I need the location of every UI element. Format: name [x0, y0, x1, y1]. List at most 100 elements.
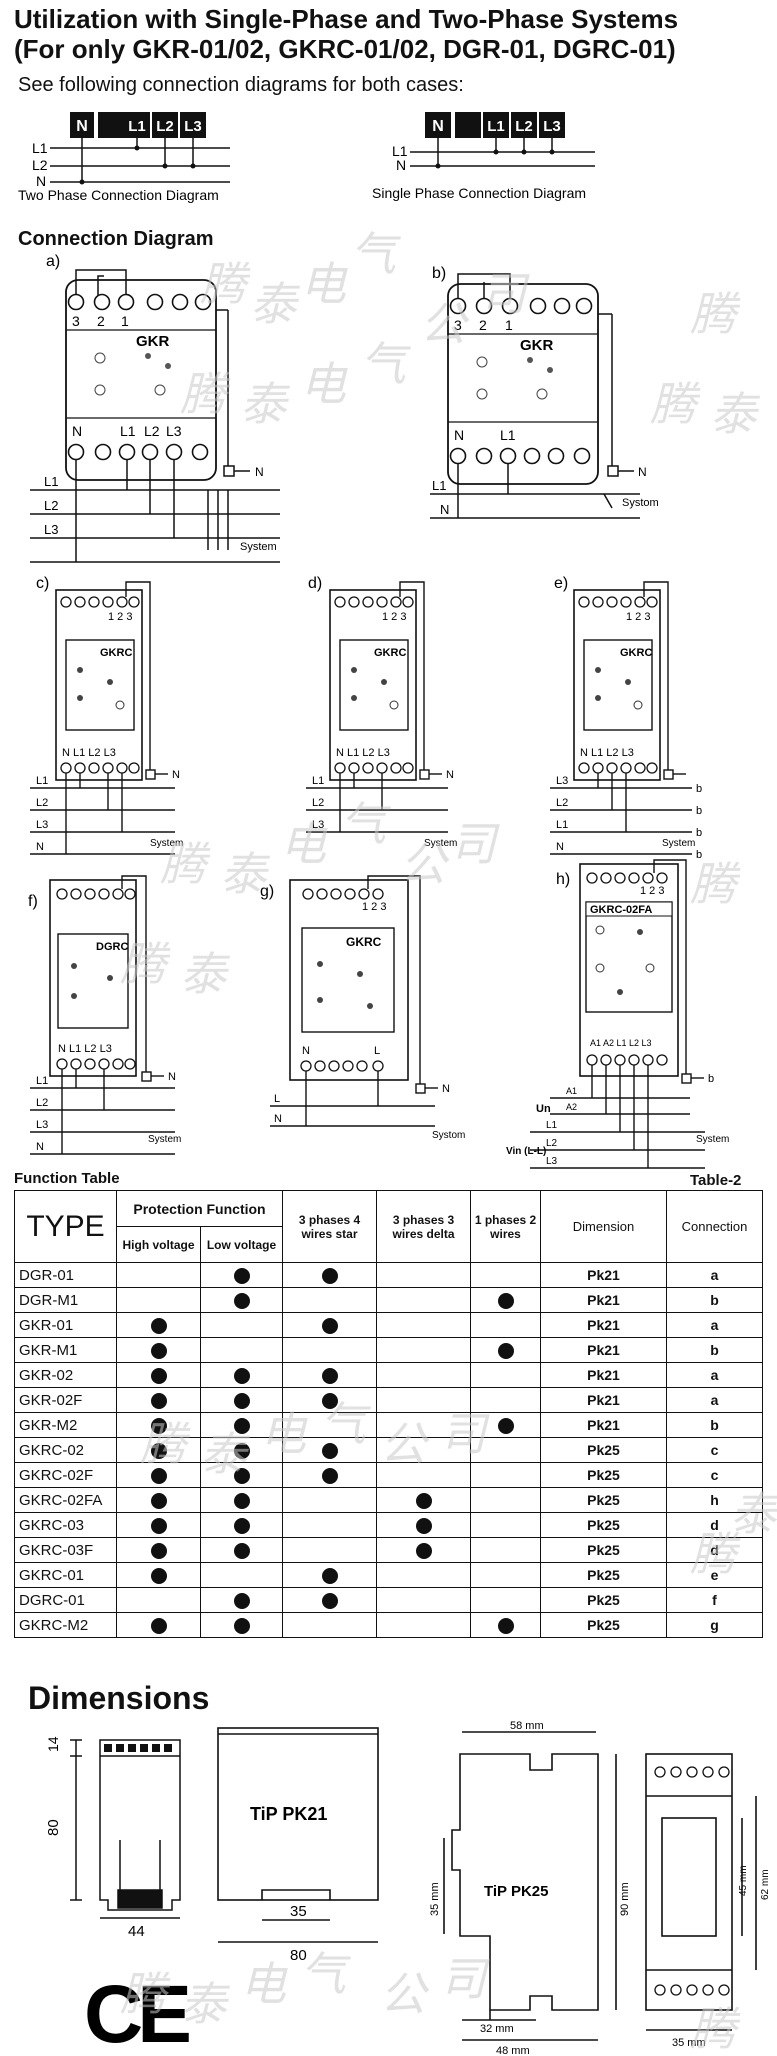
cell-flag — [376, 1562, 471, 1588]
terminal-123-d: 1 2 3 — [382, 611, 406, 623]
cell-dimension: Pk25 — [540, 1562, 667, 1588]
check-dot-icon — [150, 1417, 167, 1434]
cell-flag — [470, 1312, 541, 1338]
cell-type: GKRC-M2 — [14, 1612, 117, 1638]
cell-type: GKR-01 — [14, 1312, 117, 1338]
cell-connection: f — [666, 1587, 763, 1613]
cell-type: GKRC-02 — [14, 1437, 117, 1463]
cell-dimension: Pk25 — [540, 1462, 667, 1488]
terminal-label-3b: 3 — [454, 317, 462, 333]
diagram-e: e) 1 2 3 GKRC N L1 L2 L3 L3 L2 L1 N b b … — [550, 575, 702, 861]
cell-dimension: Pk21 — [540, 1387, 667, 1413]
check-dot-icon — [150, 1567, 167, 1584]
terminal-label-2b: 2 — [479, 317, 487, 333]
cell-connection: a — [666, 1312, 763, 1338]
line-label-l2: L2 — [32, 157, 48, 173]
cell-dimension: Pk21 — [540, 1362, 667, 1388]
model-label-c: GKRC — [100, 647, 132, 659]
dim-14: 14 — [45, 1736, 61, 1752]
cell-flag — [282, 1487, 377, 1513]
h-l2: L2 — [546, 1138, 558, 1149]
cell-dimension: Pk25 — [540, 1437, 667, 1463]
din-housing-e — [573, 589, 661, 781]
cell-flag — [116, 1612, 201, 1638]
line-a-l1: L1 — [44, 474, 58, 489]
cell-flag — [200, 1362, 283, 1388]
col-type: TYPE — [14, 1190, 117, 1263]
cell-dimension: Pk21 — [540, 1262, 667, 1288]
cell-type: GKRC-01 — [14, 1562, 117, 1588]
line-f-l1: L1 — [36, 1075, 48, 1087]
single-phase-diagram: N L1 L2 L3 L1 N — [392, 112, 595, 173]
diagram-b-letter: b) — [432, 265, 446, 282]
intro-text: See following connection diagrams for bo… — [18, 74, 464, 96]
cell-flag — [282, 1512, 377, 1538]
line-g-n: N — [274, 1113, 282, 1125]
pk21-terminal-row — [104, 1744, 172, 1752]
two-phase-diagram: N L1 L2 L3 L1 L2 N — [32, 112, 230, 189]
diagram-e-letter: e) — [554, 575, 568, 592]
cell-dimension: Pk25 — [540, 1587, 667, 1613]
system-n-d: N — [446, 769, 454, 781]
line-f-n: N — [36, 1141, 44, 1153]
pk21-name: TiP PK21 — [250, 1804, 327, 1824]
cell-flag — [116, 1287, 201, 1313]
cell-type: GKRC-03 — [14, 1512, 117, 1538]
model-label-a: GKR — [136, 333, 170, 350]
diagram-a: a) 3 2 1 GKR N L1 L2 L3 — [30, 253, 280, 563]
check-dot-icon — [415, 1492, 432, 1509]
cell-dimension: Pk21 — [540, 1337, 667, 1363]
cell-flag — [116, 1362, 201, 1388]
cell-flag — [470, 1512, 541, 1538]
cell-dimension: Pk21 — [540, 1287, 667, 1313]
model-label-b: GKR — [520, 337, 554, 354]
cell-flag — [200, 1562, 283, 1588]
cell-flag — [376, 1462, 471, 1488]
cell-flag — [282, 1537, 377, 1563]
terminal-label-l1b: L1 — [500, 427, 516, 443]
cell-type: DGR-M1 — [14, 1287, 117, 1313]
pk21-front-view — [217, 1727, 379, 1943]
cell-flag — [282, 1337, 377, 1363]
h-b-label: b — [708, 1073, 714, 1085]
check-dot-icon — [233, 1367, 250, 1384]
din-housing-g — [289, 879, 409, 1081]
line-d-l2: L2 — [312, 797, 324, 809]
line-e-b2: b — [696, 805, 702, 817]
phase-connection-diagrams: N L1 L2 L3 L1 L2 N N L1 L2 L3 — [18, 112, 595, 203]
cell-flag — [376, 1612, 471, 1638]
cell-connection: b — [666, 1287, 763, 1313]
cell-flag — [116, 1537, 201, 1563]
system-n-f: N — [168, 1071, 176, 1083]
cell-connection: a — [666, 1262, 763, 1288]
cell-flag — [282, 1437, 377, 1463]
system-label-a: System — [240, 541, 277, 553]
cell-flag — [200, 1587, 283, 1613]
terminal-box-n2 — [425, 112, 451, 138]
cell-flag — [200, 1612, 283, 1638]
diagram-a-letter: a) — [46, 253, 60, 270]
terminal-label-l3a: L3 — [166, 423, 182, 439]
line-f-l2: L2 — [36, 1097, 48, 1109]
col-connection: Connection — [666, 1190, 763, 1263]
cell-flag — [200, 1262, 283, 1288]
system-label-h: System — [696, 1134, 729, 1145]
cell-flag — [200, 1512, 283, 1538]
system-label-d: System — [424, 838, 457, 849]
dim-35: 35 — [290, 1903, 307, 1920]
check-dot-icon — [150, 1317, 167, 1334]
terminal-box-l1 — [124, 112, 150, 138]
cell-dimension: Pk21 — [540, 1312, 667, 1338]
terminal-label-nb: N — [454, 427, 464, 443]
check-dot-icon — [150, 1392, 167, 1409]
check-dot-icon — [233, 1292, 250, 1309]
h-l1: L1 — [546, 1120, 558, 1131]
line-c-l1: L1 — [36, 775, 48, 787]
check-dot-icon — [233, 1417, 250, 1434]
cell-dimension: Pk25 — [540, 1487, 667, 1513]
